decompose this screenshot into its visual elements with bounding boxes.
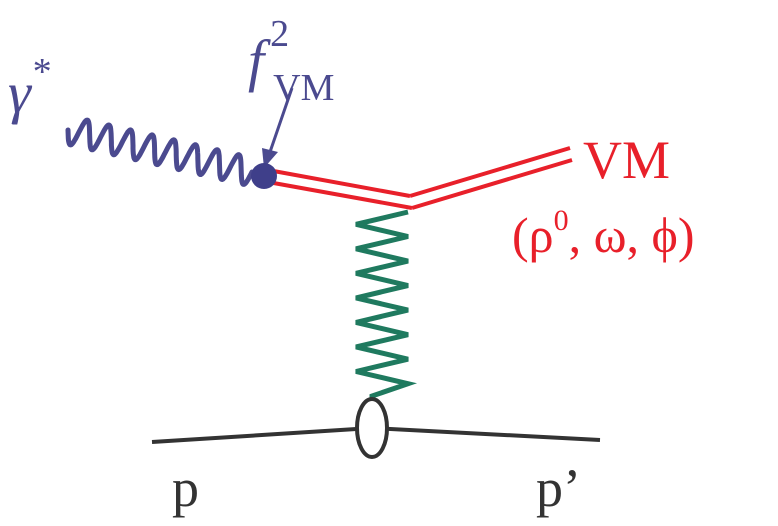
photon-propagator [65, 117, 255, 187]
vm-species-rest: , ω, ϕ) [569, 207, 695, 263]
vector-meson-double-line [267, 146, 573, 210]
coupling-pointer-line [268, 87, 294, 153]
photon-label-sup: * [31, 51, 50, 93]
photon-label: γ* [8, 51, 50, 125]
proton-line-in [151, 426, 373, 444]
coupling-label-sub: VM [273, 67, 334, 109]
coupling-pointer-arrowhead [262, 148, 278, 168]
vm-species-sup: 0 [554, 204, 569, 237]
pomeron-exchange [355, 209, 418, 402]
proton-out-label: p’ [536, 458, 581, 518]
proton-in-label: p [172, 458, 199, 518]
proton-vertex-blob [355, 397, 389, 459]
vm-label: VM [583, 130, 670, 190]
photon-vm-vertex-dot [251, 163, 277, 189]
vm-species-label: (ρ0, ω, ϕ) [512, 204, 695, 263]
proton-line-out [371, 426, 601, 442]
coupling-label-sup: 2 [270, 13, 289, 55]
